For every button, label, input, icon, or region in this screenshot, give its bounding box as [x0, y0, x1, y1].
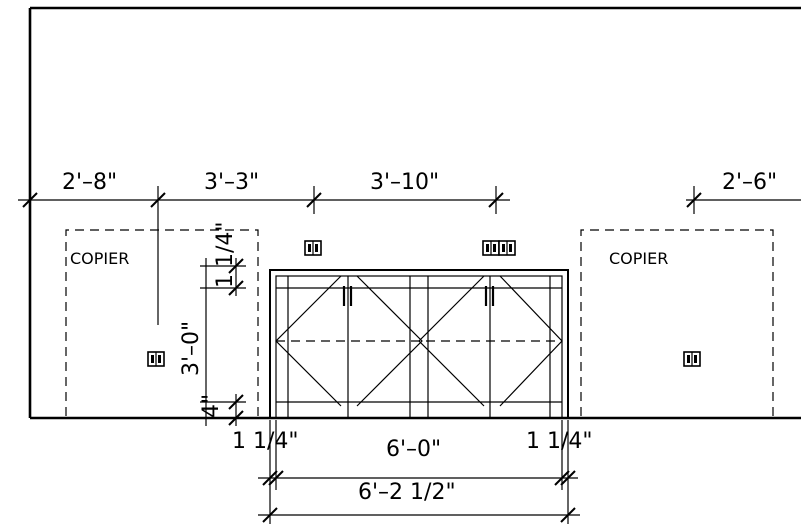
copier-left-label: COPIER — [70, 249, 129, 268]
bottom-dimension-lines — [258, 420, 580, 524]
dim-top-mid-left: 3'–3" — [204, 170, 259, 195]
dim-vertical-lower: 4" — [199, 394, 224, 418]
copier-right-outline — [580, 229, 774, 416]
outlet-icon — [683, 351, 701, 367]
outlet-icon — [482, 240, 500, 256]
dim-bottom-cabinet: 6'–0" — [386, 437, 441, 462]
outlet-icon — [498, 240, 516, 256]
dim-top-right: 2'–6" — [722, 170, 777, 195]
copier-left-outline — [65, 229, 259, 416]
dim-top-left: 2'–8" — [62, 170, 117, 195]
cabinet — [269, 269, 569, 419]
dim-vertical-main: 3'–0" — [179, 321, 204, 376]
top-dimension-line — [18, 186, 801, 325]
copier-right-label: COPIER — [609, 249, 668, 268]
outlet-icon — [147, 351, 165, 367]
dim-bottom-overall: 6'–2 1/2" — [358, 480, 456, 505]
outlet-icon — [304, 240, 322, 256]
handle-icon — [484, 286, 495, 306]
dim-top-mid: 3'–10" — [370, 170, 439, 195]
dim-vertical-upper: 1 1/4" — [213, 221, 238, 288]
dim-bottom-right-gap: 1 1/4" — [526, 429, 593, 454]
vertical-dimension-lines — [200, 258, 246, 426]
dim-bottom-left-gap: 1 1/4" — [232, 429, 299, 454]
handle-icon — [342, 286, 353, 306]
